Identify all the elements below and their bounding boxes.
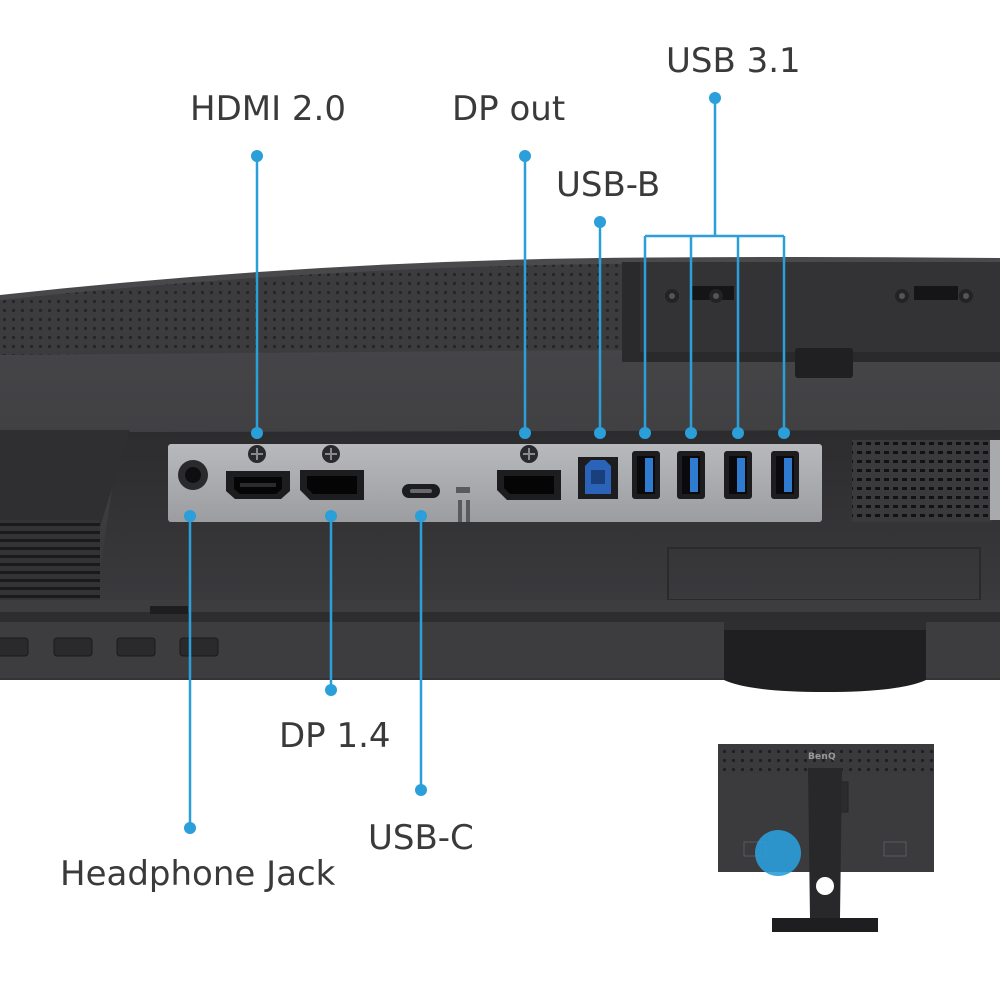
- usb-3-1-port-1: [632, 451, 660, 499]
- headphone-jack-label: Headphone Jack: [60, 854, 336, 894]
- dp-1-4-label: DP 1.4: [279, 716, 391, 756]
- usb-b-label: USB-B: [556, 165, 661, 205]
- cable-hole: [816, 877, 834, 895]
- osd-button: [116, 637, 156, 657]
- usb-c-symbol: [456, 487, 470, 522]
- stand-base: [724, 620, 926, 692]
- usb-c-port: [402, 484, 440, 498]
- displayport-1-4-port: [300, 470, 364, 500]
- usb-b-port: [578, 457, 618, 499]
- dp-out-label: DP out: [452, 89, 566, 129]
- osd-button: [179, 637, 219, 657]
- cable-clip: [795, 348, 853, 378]
- usb-3-1-port-2: [677, 451, 705, 499]
- osd-button: [53, 637, 93, 657]
- hdmi-2-0-label: HDMI 2.0: [190, 89, 346, 129]
- osd-button: [0, 637, 29, 657]
- displayport-out-port: [497, 470, 561, 500]
- hdmi-port: [226, 471, 290, 499]
- right-vent-holes: [852, 440, 992, 522]
- io-location-highlight: [755, 830, 801, 876]
- usb-3-1-label: USB 3.1: [666, 41, 801, 81]
- callout-dots: [184, 92, 790, 834]
- callout-lines: [188, 98, 786, 828]
- side-vent-left: [0, 520, 100, 600]
- brand-logo-text: BenQ: [808, 752, 836, 762]
- headphone-jack-port: [178, 460, 208, 490]
- usb-c-label: USB-C: [368, 818, 474, 858]
- monitor-thumbnail: [718, 744, 934, 932]
- usb-3-1-port-3: [724, 451, 752, 499]
- usb-3-1-port-4: [771, 451, 799, 499]
